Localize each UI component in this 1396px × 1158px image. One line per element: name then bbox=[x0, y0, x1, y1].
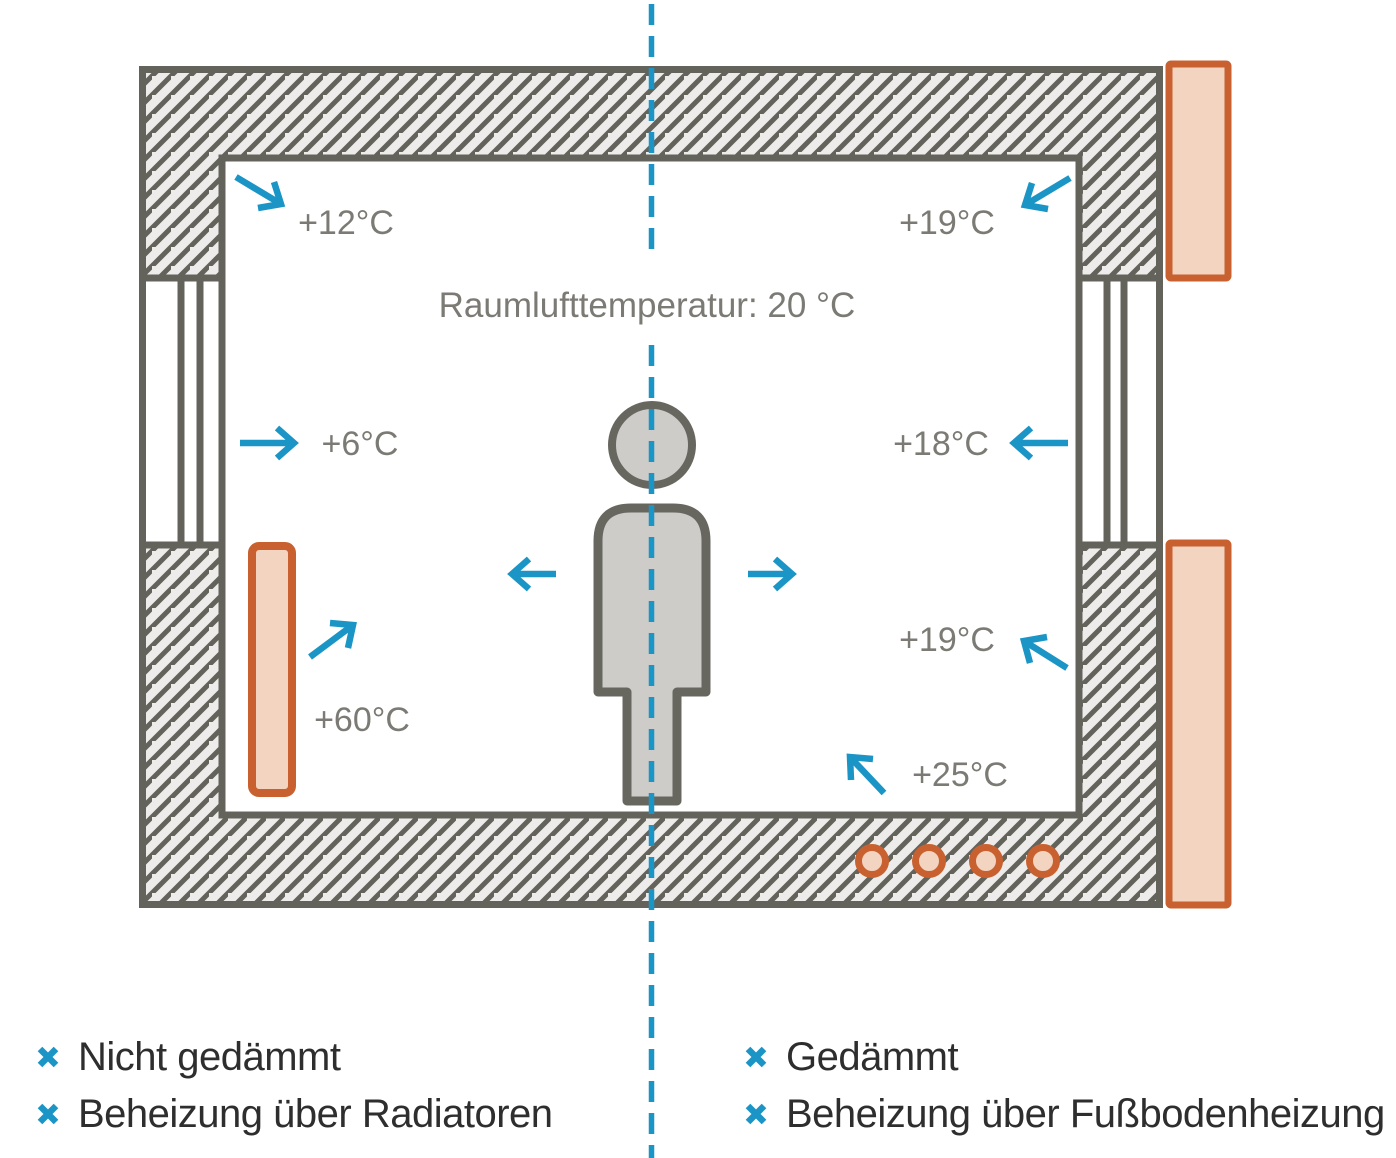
radiator bbox=[248, 542, 296, 797]
floor-heating-pipe-icon bbox=[855, 844, 889, 878]
legend-bullet-icon bbox=[745, 1103, 767, 1125]
insulation-panel-lower bbox=[1165, 539, 1232, 909]
temp-label-wall-top-left: +12°C bbox=[298, 204, 394, 242]
floor-heating-pipe-icon bbox=[912, 844, 946, 878]
arrow-right-icon bbox=[240, 425, 299, 461]
legend-item-not-insulated: Nicht gedämmt bbox=[36, 1034, 341, 1080]
temp-label-radiator: +60°C bbox=[314, 701, 410, 739]
wall-left-upper bbox=[139, 66, 222, 278]
legend-item-insulated: Gedämmt bbox=[744, 1034, 959, 1080]
floor-heating-pipes bbox=[855, 844, 1060, 878]
temp-label-window-right: +18°C bbox=[893, 425, 989, 463]
legend-bullet-icon bbox=[37, 1046, 59, 1068]
arrow-down-right-icon bbox=[234, 174, 286, 212]
floor-heating-pipe-icon bbox=[1026, 844, 1060, 878]
arrow-left-person-icon bbox=[507, 556, 556, 592]
person-body bbox=[593, 503, 711, 806]
arrow-up-left-floor-icon bbox=[846, 753, 887, 796]
floor-heating-pipe-icon bbox=[969, 844, 1003, 878]
window-right bbox=[1077, 274, 1163, 549]
wall-inner-border bbox=[218, 154, 1083, 819]
arrow-up-left-icon bbox=[1019, 633, 1069, 671]
window-left bbox=[139, 274, 225, 549]
legend-label: Beheizung über Radiatoren bbox=[78, 1091, 553, 1136]
room-air-temperature-label: Raumlufttemperatur: 20 °C bbox=[439, 286, 856, 325]
legend-label: Nicht gedämmt bbox=[78, 1034, 341, 1079]
legend-item-radiator-heating: Beheizung über Radiatoren bbox=[36, 1091, 553, 1137]
insulation-panels bbox=[1165, 60, 1232, 909]
legend-label: Beheizung über Fußbodenheizung bbox=[786, 1091, 1385, 1136]
temp-label-wall-bottom-right: +19°C bbox=[899, 621, 995, 659]
insulation-panel-upper bbox=[1165, 60, 1232, 282]
arrow-left-icon bbox=[1009, 425, 1068, 461]
legend-item-floor-heating: Beheizung über Fußbodenheizung bbox=[744, 1091, 1385, 1137]
arrow-down-left-icon bbox=[1020, 175, 1072, 213]
legend-bullet-icon bbox=[37, 1103, 59, 1125]
legend-label: Gedämmt bbox=[786, 1034, 959, 1079]
arrow-up-right-icon bbox=[308, 619, 357, 660]
arrow-right-person-icon bbox=[748, 556, 797, 592]
temp-label-window-left: +6°C bbox=[322, 425, 399, 463]
flow-arrows bbox=[234, 174, 1072, 796]
temp-label-floor: +25°C bbox=[912, 756, 1008, 794]
wall-right-upper bbox=[1080, 66, 1163, 278]
legend-bullet-icon bbox=[745, 1046, 767, 1068]
temp-label-wall-top-right: +19°C bbox=[899, 204, 995, 242]
